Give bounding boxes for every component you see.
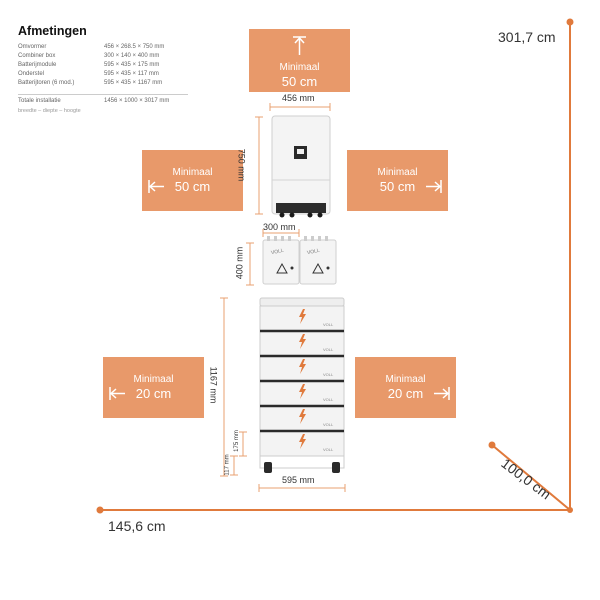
spec-note: breedte – diepte – hoogte xyxy=(18,108,81,114)
module-brand-3: VOLL xyxy=(323,372,334,377)
inverter-width-label: 456 mm xyxy=(282,93,315,103)
module-brand-1: VOLL xyxy=(323,322,334,327)
spec-value: 595 × 435 × 117 mm xyxy=(104,71,159,77)
arrow-left-icon xyxy=(148,180,164,193)
spec-label: Combiner box xyxy=(18,53,56,59)
spec-label: Batterijtoren (6 mod.) xyxy=(18,80,75,86)
combiner-height-label: 400 mm xyxy=(234,246,245,280)
tower-width-label: 595 mm xyxy=(282,475,315,485)
battery-tower xyxy=(259,297,345,473)
clearance-label: Minimaal xyxy=(133,374,174,385)
tower-height-label: 1167 mm xyxy=(208,366,219,404)
page-title: Afmetingen xyxy=(18,24,87,38)
clearance-value: 20 cm xyxy=(387,386,424,401)
clearance-value: 50 cm xyxy=(174,179,211,194)
arrow-up-icon xyxy=(293,36,306,55)
overall-width-label: 145,6 cm xyxy=(108,518,166,534)
clearance-label: Minimaal xyxy=(377,167,418,178)
spec-row-inverter: Omvormer 456 × 268.5 × 750 mm xyxy=(18,44,188,53)
module-brand-5: VOLL xyxy=(323,422,334,427)
combiner-box-left xyxy=(262,236,300,285)
clearance-battery-right: Minimaal 20 cm xyxy=(355,357,456,418)
spec-row-combiner: Combiner box 300 × 140 × 400 mm xyxy=(18,53,188,62)
combiner-box-right xyxy=(299,236,337,285)
clearance-top: Minimaal 50 cm xyxy=(249,29,350,92)
overall-height-label: 301,7 cm xyxy=(498,29,556,45)
spec-value: 456 × 268.5 × 750 mm xyxy=(104,44,165,50)
spec-row-module: Batterijmodule 595 × 435 × 175 mm xyxy=(18,62,188,71)
module-brand-6: VOLL xyxy=(323,447,334,452)
clearance-label: Minimaal xyxy=(385,374,426,385)
clearance-label: Minimaal xyxy=(172,167,213,178)
spec-value: 595 × 435 × 175 mm xyxy=(104,62,160,68)
inverter-height-label: 750 mm xyxy=(236,148,247,182)
clearance-battery-left: Minimaal 20 cm xyxy=(103,357,204,418)
spec-row-base: Onderstel 595 × 435 × 117 mm xyxy=(18,71,188,80)
module-height-label: 175 mm xyxy=(233,430,240,452)
clearance-value: 50 cm xyxy=(281,74,318,89)
arrow-right-icon xyxy=(434,387,450,400)
inverter xyxy=(271,115,331,218)
spec-label: Omvormer xyxy=(18,44,47,50)
spec-value: 300 × 140 × 400 mm xyxy=(104,53,160,59)
spec-label: Batterijmodule xyxy=(18,62,57,68)
arrow-right-icon xyxy=(426,180,442,193)
clearance-inverter-right: Minimaal 50 cm xyxy=(347,150,448,211)
clearance-value: 50 cm xyxy=(379,179,416,194)
module-brand-2: VOLL xyxy=(323,347,334,352)
base-height-label: 117 mm xyxy=(224,454,231,476)
spec-row-tower: Batterijtoren (6 mod.) 595 × 435 × 1167 … xyxy=(18,80,188,89)
overall-dimension-lines xyxy=(96,18,574,514)
module-brand-4: VOLL xyxy=(323,397,334,402)
spec-value: 1456 × 1000 × 3017 mm xyxy=(104,98,170,104)
spec-divider xyxy=(18,94,188,95)
dimension-arrows xyxy=(220,103,346,492)
spec-label: Onderstel xyxy=(18,71,45,77)
spec-row-total: Totale installatie 1456 × 1000 × 3017 mm xyxy=(18,98,188,107)
clearance-inverter-left: Minimaal 50 cm xyxy=(142,150,243,211)
arrow-left-icon xyxy=(109,387,125,400)
clearance-value: 20 cm xyxy=(135,386,172,401)
combiner-width-label: 300 mm xyxy=(263,222,296,232)
spec-value: 595 × 435 × 1167 mm xyxy=(104,80,163,86)
spec-label: Totale installatie xyxy=(18,98,61,104)
clearance-label: Minimaal xyxy=(279,62,320,73)
